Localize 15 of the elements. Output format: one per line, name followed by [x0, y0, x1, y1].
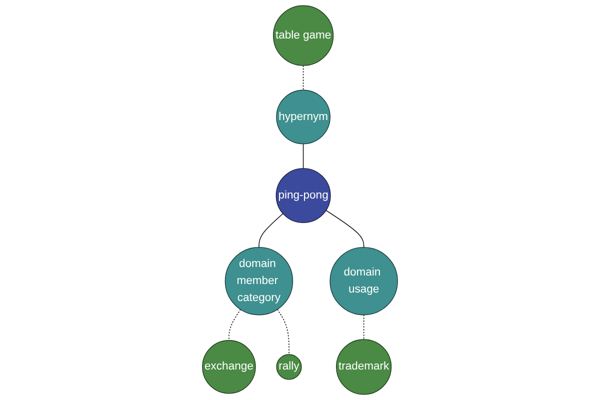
connector — [363, 314, 364, 340]
node-circle: domain member category — [224, 246, 294, 316]
connector — [302, 65, 304, 91]
connector — [276, 308, 290, 355]
node-circle: table game — [272, 5, 334, 66]
node-circle: rally — [276, 354, 302, 380]
connector — [302, 143, 304, 169]
connector — [228, 308, 241, 341]
node-circle: hypernym — [276, 90, 330, 144]
node-circle: ping-pong — [276, 168, 331, 224]
node-circle: exchange — [202, 340, 256, 394]
node-circle: domain usage — [330, 246, 398, 316]
connector — [258, 213, 284, 248]
node-circle: trademark — [336, 339, 392, 395]
connector — [326, 210, 364, 248]
